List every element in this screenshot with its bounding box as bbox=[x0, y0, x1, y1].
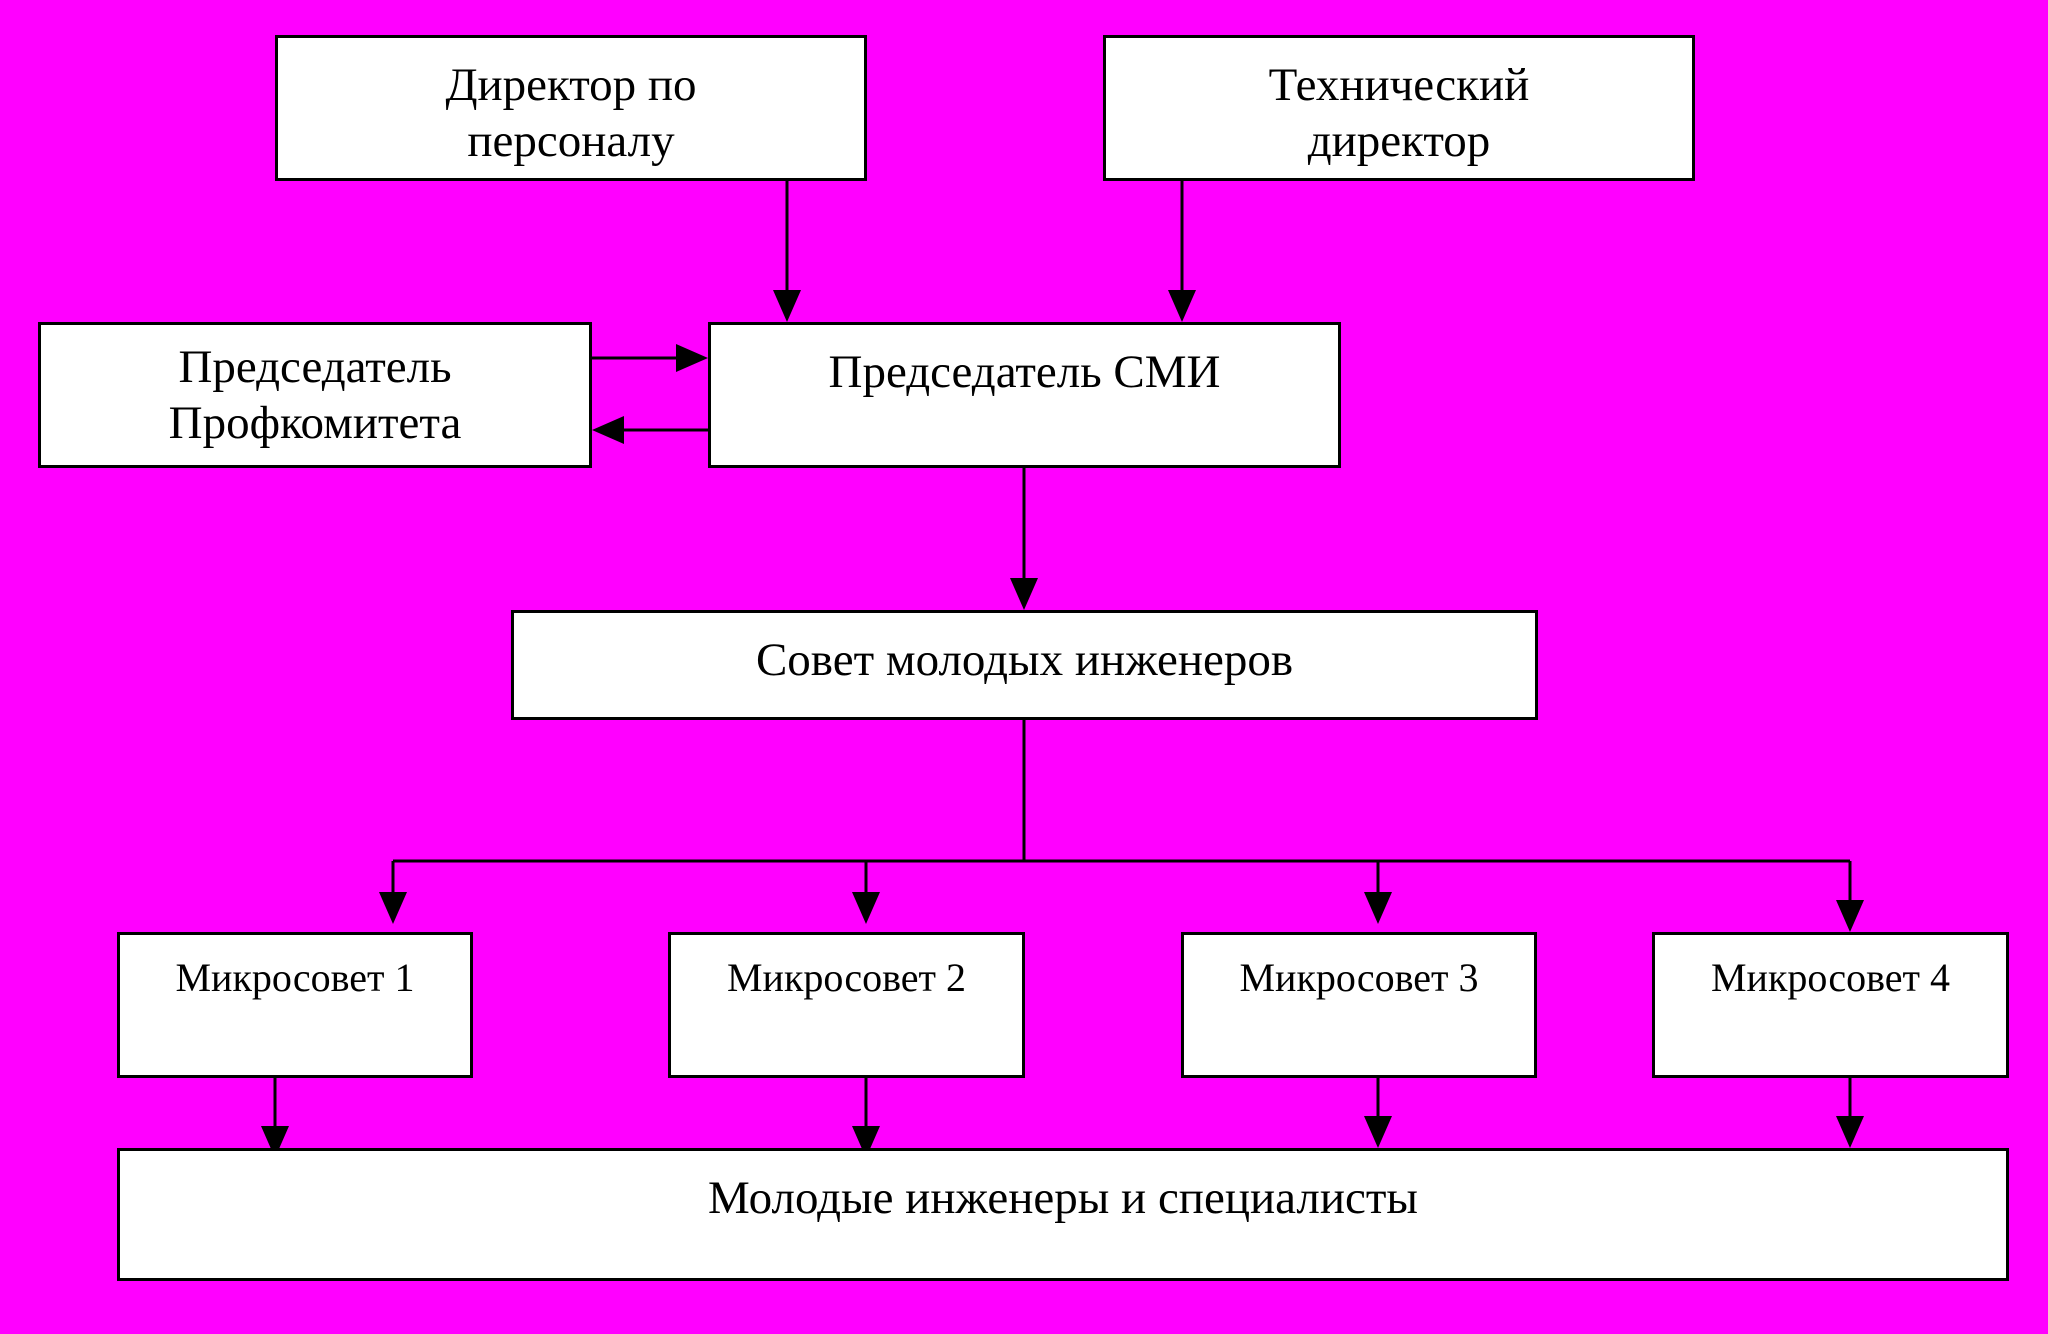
node-micro-council-2: Микросовет 2 bbox=[668, 932, 1025, 1078]
node-label-line: директор bbox=[1307, 115, 1491, 168]
node-label-line: Микросовет 4 bbox=[1710, 955, 1951, 1000]
node-micro-council-4: Микросовет 4 bbox=[1652, 932, 2009, 1078]
edge-bus-to-micro-4 bbox=[1836, 861, 1864, 932]
node-label-line: Микросовет 2 bbox=[726, 955, 967, 1000]
node-label-line: Председатель bbox=[178, 340, 452, 393]
node-label-line: персоналу bbox=[467, 115, 675, 168]
node-label-line: Молодые инженеры и специалисты bbox=[707, 1172, 1418, 1224]
node-young-engineers-council: Совет молодых инженеров bbox=[511, 610, 1538, 720]
edge-micro-1-to-young bbox=[261, 1078, 289, 1158]
edge-trade-union-to-smi bbox=[592, 344, 708, 372]
node-technical-director: Технический директор bbox=[1103, 35, 1695, 181]
edge-bus-to-micro-1 bbox=[379, 861, 407, 924]
node-label-line: Микросовет 1 bbox=[175, 955, 415, 1000]
node-label-line: Технический bbox=[1268, 59, 1530, 111]
node-micro-council-1: Микросовет 1 bbox=[117, 932, 473, 1078]
node-label-line: Микросовет 3 bbox=[1239, 955, 1479, 1000]
node-smi-chairman: Председатель СМИ bbox=[708, 322, 1341, 468]
node-label-line: Председатель СМИ bbox=[828, 346, 1221, 398]
node-label-line: Директор по bbox=[445, 59, 697, 111]
edge-micro-2-to-young bbox=[852, 1078, 880, 1158]
edge-smi-to-trade-union bbox=[592, 416, 708, 444]
node-label-line: Профкомитета bbox=[168, 397, 462, 449]
node-director-personnel: Директор по персоналу bbox=[275, 35, 867, 181]
node-young-engineers-specialists: Молодые инженеры и специалисты bbox=[117, 1148, 2009, 1281]
edge-micro-3-to-young bbox=[1364, 1078, 1392, 1148]
node-trade-union-chairman: Председатель Профкомитета bbox=[38, 322, 592, 468]
edge-bus-to-micro-2 bbox=[852, 861, 880, 924]
edge-bus-to-micro-3 bbox=[1364, 861, 1392, 924]
node-label-line: Совет молодых инженеров bbox=[755, 634, 1294, 686]
edge-technical-director-to-smi bbox=[1168, 181, 1196, 322]
node-micro-council-3: Микросовет 3 bbox=[1181, 932, 1537, 1078]
edge-smi-to-council bbox=[1010, 468, 1038, 610]
edge-micro-4-to-young bbox=[1836, 1078, 1864, 1148]
edge-council-to-bus bbox=[393, 720, 1850, 863]
edge-director-personnel-to-smi bbox=[773, 181, 801, 322]
